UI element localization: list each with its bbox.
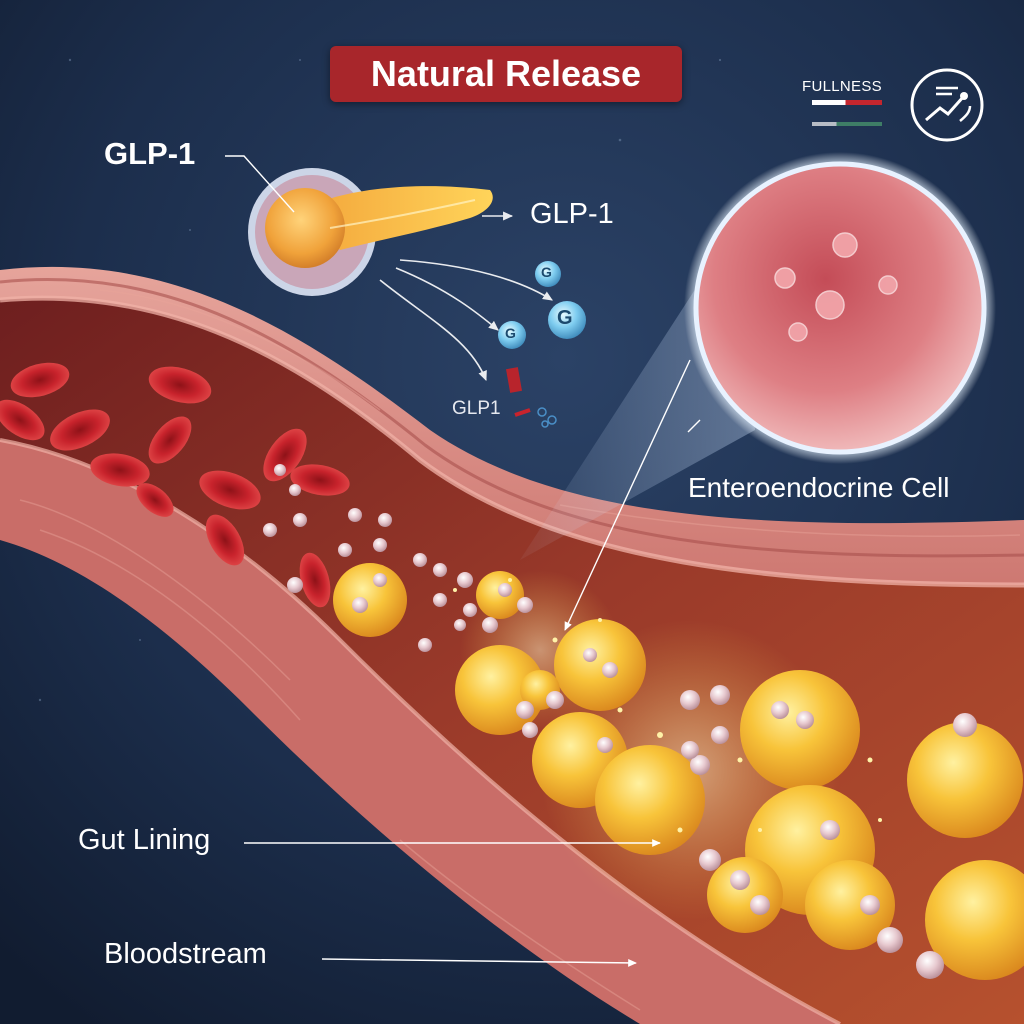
glp1-molecules (498, 261, 586, 428)
leader-lines (225, 155, 701, 967)
fullness-bar-bottom (812, 122, 882, 126)
enteroendocrine-cell (684, 152, 996, 464)
title-badge: Natural Release (330, 46, 682, 102)
background-sparkles (38, 58, 982, 702)
small-particles (263, 464, 977, 979)
bloodstream-label: Bloodstream (104, 938, 267, 970)
red-blood-cells (0, 362, 350, 608)
molecule-glyph: G (557, 307, 573, 329)
glp1-release-label: GLP-1 (530, 198, 614, 230)
enteroendocrine-cell-label: Enteroendocrine Cell (688, 472, 950, 503)
yellow-cells (333, 563, 1024, 980)
gut-lining-label: Gut Lining (78, 824, 211, 856)
molecule-glyph: G (541, 264, 552, 280)
fullness-gauge-icon (910, 68, 984, 142)
fullness-label: FULLNESS (802, 78, 882, 95)
release-arrows (379, 211, 553, 382)
diagram-title: Natural Release (370, 53, 642, 94)
source-cell (248, 168, 493, 296)
glp1-molecule-label: GLP1 (452, 398, 501, 419)
molecule-glyph: G (505, 325, 516, 341)
fullness-bars (812, 100, 882, 130)
fullness-bar-top (812, 100, 882, 105)
vessel-lower-wall (0, 440, 840, 1024)
organ (300, 186, 493, 250)
glp1-source-label: GLP-1 (104, 136, 196, 171)
release-sparkles (453, 578, 882, 833)
